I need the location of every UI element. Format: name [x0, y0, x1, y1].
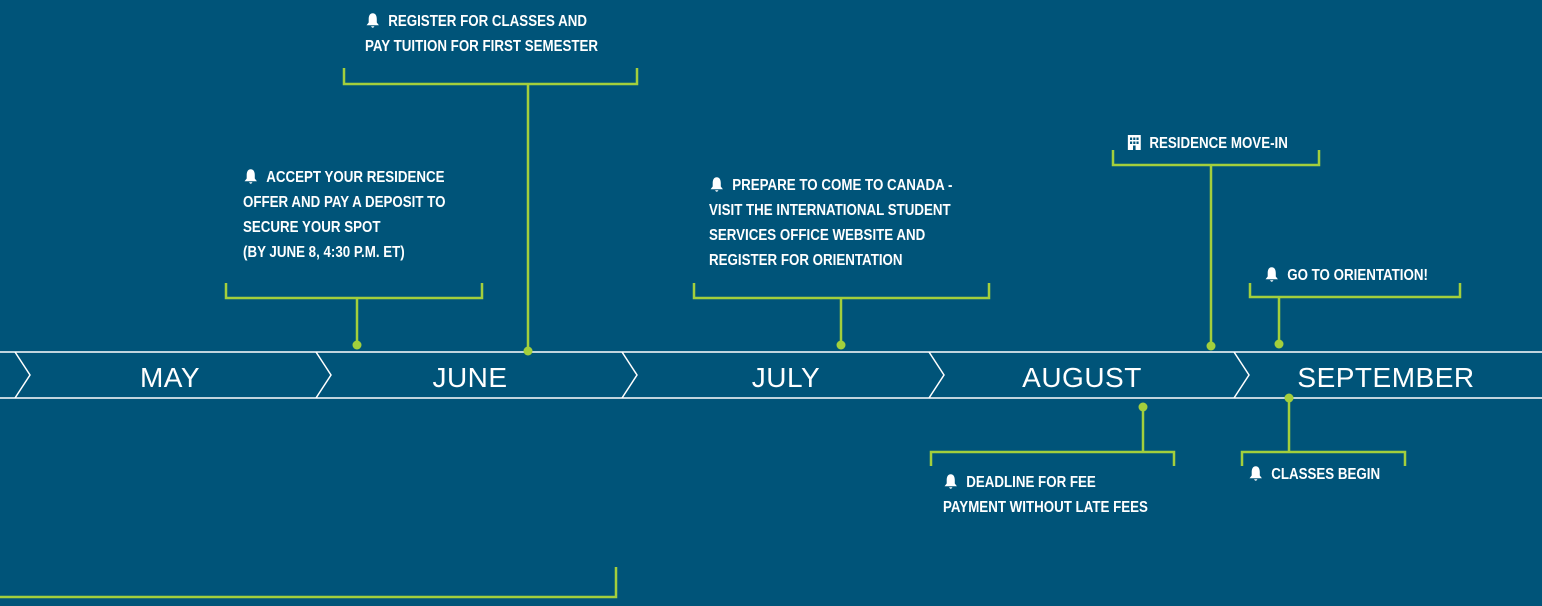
connector-residence-move-in: [1111, 150, 1321, 345]
marker-classes-begin: [1284, 393, 1294, 403]
event-register-classes: REGISTER FOR CLASSES AND PAY TUITION FOR…: [365, 9, 598, 59]
bell-icon: [943, 473, 958, 490]
bell-icon: [1248, 465, 1263, 482]
connector-register-classes: [342, 68, 639, 350]
bottom-bracket: [0, 567, 618, 599]
month-separator: [315, 351, 332, 399]
event-line: (BY JUNE 8, 4:30 P.M. ET): [243, 244, 405, 261]
event-line: PAYMENT WITHOUT LATE FEES: [943, 499, 1148, 516]
bell-icon: [1264, 266, 1279, 283]
connector-fee-deadline: [929, 408, 1176, 466]
event-line: RESIDENCE MOVE-IN: [1149, 135, 1288, 152]
connector-prepare-canada: [692, 283, 991, 344]
month-separator: [1233, 351, 1250, 399]
month-label-august: AUGUST: [1022, 362, 1142, 393]
month-label-june: JUNE: [432, 362, 508, 393]
connector-go-orientation: [1248, 283, 1462, 343]
event-line: OFFER AND PAY A DEPOSIT TO: [243, 194, 446, 211]
month-label-september: SEPTEMBER: [1297, 362, 1475, 393]
event-line: SECURE YOUR SPOT: [243, 219, 381, 236]
event-residence-move-in: RESIDENCE MOVE-IN: [1127, 131, 1288, 156]
building-icon: [1127, 134, 1142, 151]
event-classes-begin: CLASSES BEGIN: [1248, 462, 1380, 487]
event-prepare-canada: PREPARE TO COME TO CANADA - VISIT THE IN…: [709, 173, 952, 273]
marker-register-classes: [523, 346, 533, 356]
event-line: CLASSES BEGIN: [1271, 466, 1381, 483]
event-accept-residence: ACCEPT YOUR RESIDENCE OFFER AND PAY A DE…: [243, 165, 445, 265]
event-line: DEADLINE FOR FEE: [966, 474, 1096, 491]
event-line: SERVICES OFFICE WEBSITE AND: [709, 227, 926, 244]
event-line: GO TO ORIENTATION!: [1287, 267, 1428, 284]
event-go-orientation: GO TO ORIENTATION!: [1264, 263, 1428, 288]
event-line: REGISTER FOR CLASSES AND: [388, 13, 587, 30]
marker-residence-move-in: [1206, 341, 1216, 351]
month-separator: [14, 351, 31, 399]
marker-go-orientation: [1274, 339, 1284, 349]
month-separator: [621, 351, 638, 399]
bell-icon: [365, 12, 380, 29]
bell-icon: [243, 168, 258, 185]
event-line: PAY TUITION FOR FIRST SEMESTER: [365, 38, 599, 55]
bell-icon: [709, 176, 724, 193]
event-line: VISIT THE INTERNATIONAL STUDENT: [709, 202, 951, 219]
month-separator: [928, 351, 945, 399]
event-line: PREPARE TO COME TO CANADA -: [732, 177, 953, 194]
month-label-july: JULY: [751, 362, 821, 393]
connector-classes-begin: [1240, 399, 1407, 466]
event-fee-deadline: DEADLINE FOR FEE PAYMENT WITHOUT LATE FE…: [943, 470, 1148, 520]
event-line: ACCEPT YOUR RESIDENCE: [266, 169, 445, 186]
marker-accept-residence: [352, 340, 362, 350]
connector-accept-residence: [224, 283, 484, 344]
marker-prepare-canada: [836, 340, 846, 350]
marker-fee-deadline: [1138, 402, 1148, 412]
month-label-may: MAY: [139, 362, 201, 393]
event-line: REGISTER FOR ORIENTATION: [709, 252, 903, 269]
